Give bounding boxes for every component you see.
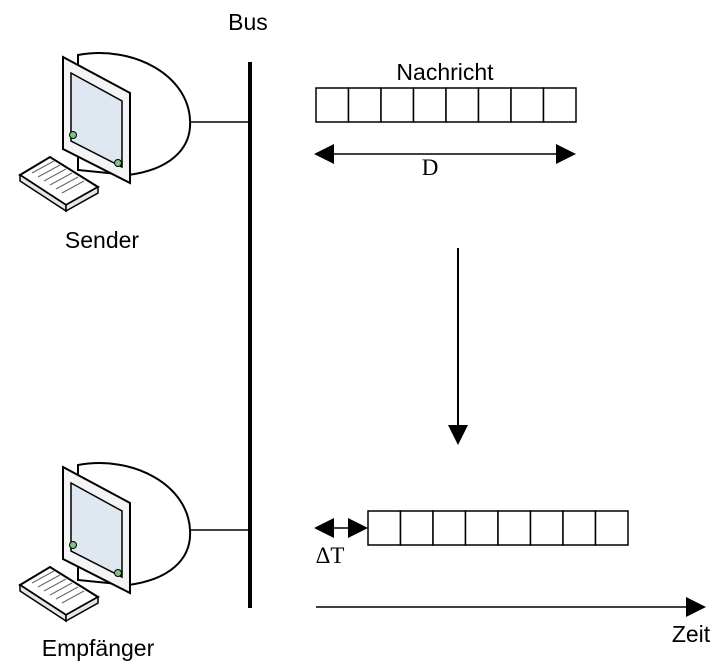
message-cell [510,87,545,123]
sender-computer-icon [18,52,192,213]
receiver-computer-icon [18,462,192,623]
message-cell [477,87,512,123]
message-cell [367,510,402,546]
message-cell [542,87,577,123]
message-cell [445,87,480,123]
message-frame-received [367,510,629,546]
message-cell [497,510,532,546]
sender-label: Sender [65,227,140,253]
message-cell [412,87,447,123]
bus-label: Bus [228,9,268,35]
message-frame-sent [315,87,577,123]
duration-label: D [422,155,439,180]
message-label: Nachricht [396,59,494,85]
message-cell [529,510,564,546]
message-cell [594,510,629,546]
message-cell [562,510,597,546]
message-cell [399,510,434,546]
message-cell [315,87,350,123]
message-cell [432,510,467,546]
time-label: Zeit [672,621,711,647]
message-cell [347,87,382,123]
receiver-label: Empfänger [42,635,155,661]
message-cell [464,510,499,546]
message-cell [380,87,415,123]
delay-label: ΔT [316,543,345,568]
